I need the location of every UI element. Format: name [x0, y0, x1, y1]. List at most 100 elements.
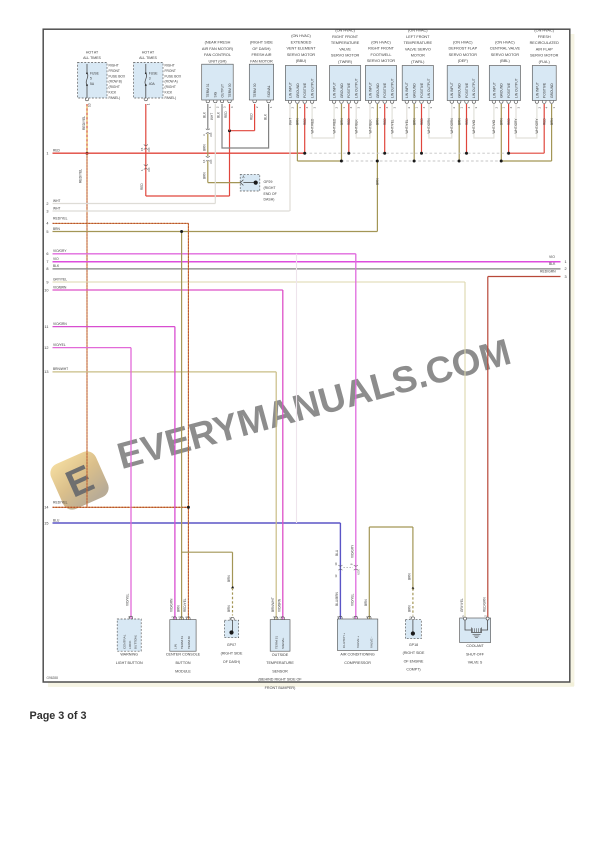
svg-text:PANEL): PANEL)	[165, 96, 177, 100]
svg-text:1: 1	[298, 106, 302, 108]
svg-text:GROUND: GROUND	[458, 83, 462, 98]
svg-text:BRN: BRN	[227, 575, 231, 582]
svg-text:FRESH AIR: FRESH AIR	[251, 53, 271, 57]
svg-text:VIO/BRN: VIO/BRN	[278, 598, 282, 612]
svg-text:8: 8	[46, 267, 48, 271]
svg-text:A98: A98	[210, 159, 213, 164]
svg-text:SERVO MOTOR: SERVO MOTOR	[449, 53, 478, 57]
svg-text:2: 2	[537, 106, 541, 108]
svg-text:LIN INPUT: LIN INPUT	[288, 82, 292, 98]
svg-text:RED/YEL: RED/YEL	[183, 598, 187, 612]
svg-text:2: 2	[407, 106, 411, 108]
svg-text:1: 1	[552, 106, 556, 108]
svg-text:14: 14	[44, 506, 48, 510]
svg-text:VIO/GRY: VIO/GRY	[351, 544, 355, 558]
svg-text:SERVO MOTOR: SERVO MOTOR	[530, 54, 559, 58]
svg-text:COMPT): COMPT)	[406, 668, 420, 672]
svg-text:RED: RED	[347, 118, 351, 125]
svg-text:WHT/YEL: WHT/YEL	[405, 119, 409, 133]
svg-text:CENTER CONSOLE: CENTER CONSOLE	[166, 653, 201, 657]
svg-text:1: 1	[269, 106, 273, 108]
svg-text:6: 6	[46, 252, 48, 256]
svg-text:VIO/GRN: VIO/GRN	[170, 598, 174, 612]
svg-text:1: 1	[502, 106, 506, 108]
svg-text:1: 1	[46, 152, 48, 156]
svg-text:(BBL): (BBL)	[500, 59, 510, 63]
svg-text:4: 4	[230, 106, 234, 108]
svg-text:COOLANT: COOLANT	[466, 644, 484, 648]
svg-text:3: 3	[149, 77, 151, 81]
svg-text:(ON HVAC): (ON HVAC)	[408, 29, 428, 33]
svg-text:(FUA.): (FUA.)	[539, 60, 551, 64]
svg-text:A98: A98	[210, 132, 213, 137]
svg-text:GRY/YEL: GRY/YEL	[53, 277, 67, 281]
svg-text:LIN INPUT: LIN INPUT	[450, 82, 454, 98]
svg-text:BRN: BRN	[376, 178, 380, 185]
svg-text:LIN INPUT: LIN INPUT	[535, 82, 539, 98]
svg-text:POSITIVE: POSITIVE	[383, 82, 387, 98]
svg-text:5: 5	[90, 77, 92, 81]
svg-text:OUTSIDE: OUTSIDE	[272, 653, 289, 657]
svg-text:2: 2	[565, 267, 567, 271]
svg-text:GROUND: GROUND	[413, 83, 417, 98]
svg-text:2: 2	[290, 106, 294, 108]
svg-text:BRN: BRN	[458, 118, 462, 125]
svg-text:1: 1	[352, 616, 356, 618]
svg-text:RIGHT FRONT: RIGHT FRONT	[368, 47, 395, 51]
svg-text:4: 4	[545, 106, 549, 108]
svg-text:3: 3	[429, 106, 433, 108]
svg-text:FRONT: FRONT	[109, 69, 120, 73]
svg-text:TERM 31: TERM 31	[180, 636, 184, 649]
svg-text:11: 11	[45, 325, 49, 329]
svg-text:(RIGHT SIDE: (RIGHT SIDE	[221, 651, 243, 655]
svg-text:TERM 31: TERM 31	[275, 636, 279, 649]
svg-text:(BEHIND RIGHT SIDE OF: (BEHIND RIGHT SIDE OF	[258, 678, 302, 682]
svg-text:LEFT FRONT: LEFT FRONT	[406, 35, 430, 39]
svg-text:WHT/GRN: WHT/GRN	[450, 118, 454, 134]
svg-text:4: 4	[305, 106, 309, 108]
svg-text:BRN: BRN	[550, 118, 554, 125]
svg-text:(RIGHT SIDE: (RIGHT SIDE	[250, 41, 273, 45]
svg-text:(TWRL): (TWRL)	[411, 60, 425, 64]
svg-text:(ON HVAC): (ON HVAC)	[335, 29, 355, 33]
svg-text:BRN/WHT: BRN/WHT	[53, 367, 68, 371]
svg-text:VIO/YEL: VIO/YEL	[126, 593, 130, 606]
svg-text:DEFROST FLAP: DEFROST FLAP	[448, 47, 477, 51]
svg-text:WHT/BLK: WHT/BLK	[355, 118, 359, 133]
svg-text:BLU: BLU	[335, 549, 339, 556]
svg-text:4: 4	[422, 106, 426, 108]
svg-text:2: 2	[177, 616, 181, 618]
svg-text:5A: 5A	[90, 82, 95, 86]
svg-text:15: 15	[44, 521, 48, 525]
svg-text:HOT AT: HOT AT	[86, 51, 99, 55]
svg-text:POSITIVE: POSITIVE	[543, 82, 547, 98]
svg-text:13: 13	[409, 616, 413, 620]
svg-text:RIGHT: RIGHT	[165, 64, 175, 68]
svg-text:2: 2	[46, 202, 48, 206]
svg-text:SERVO MOTOR: SERVO MOTOR	[331, 54, 360, 58]
svg-text:FUSE BOX: FUSE BOX	[109, 74, 126, 78]
svg-text:SHUT-OFF: SHUT-OFF	[466, 652, 485, 656]
svg-text:LIN OUTPUT: LIN OUTPUT	[390, 78, 394, 98]
svg-text:AIR CONDITIONING: AIR CONDITIONING	[340, 653, 375, 657]
svg-text:LIN INPUT: LIN INPUT	[492, 82, 496, 98]
svg-text:BLK: BLK	[549, 262, 556, 266]
svg-text:RECIRCULATED: RECIRCULATED	[530, 41, 560, 45]
svg-text:RED: RED	[53, 149, 61, 153]
svg-text:GROUND: GROUND	[340, 83, 344, 98]
svg-text:1: 1	[208, 106, 212, 108]
svg-text:SIGNAL: SIGNAL	[267, 85, 271, 97]
svg-text:OUTPUT: OUTPUT	[220, 84, 224, 98]
svg-text:SIG: SIG	[214, 91, 218, 97]
svg-text:BUTTON: BUTTON	[175, 661, 190, 665]
svg-text:BRN: BRN	[53, 227, 61, 231]
svg-text:2: 2	[484, 615, 488, 617]
svg-text:(NEAR FRESH: (NEAR FRESH	[205, 41, 231, 45]
svg-text:2: 2	[370, 106, 374, 108]
svg-text:VIO/YEL: VIO/YEL	[53, 343, 66, 347]
svg-text:RED: RED	[249, 113, 253, 120]
svg-text:4: 4	[509, 106, 513, 108]
svg-text:BLK: BLK	[263, 113, 267, 120]
svg-text:BRN: BRN	[227, 605, 231, 612]
svg-text:LIN OUTPUT: LIN OUTPUT	[514, 78, 518, 98]
